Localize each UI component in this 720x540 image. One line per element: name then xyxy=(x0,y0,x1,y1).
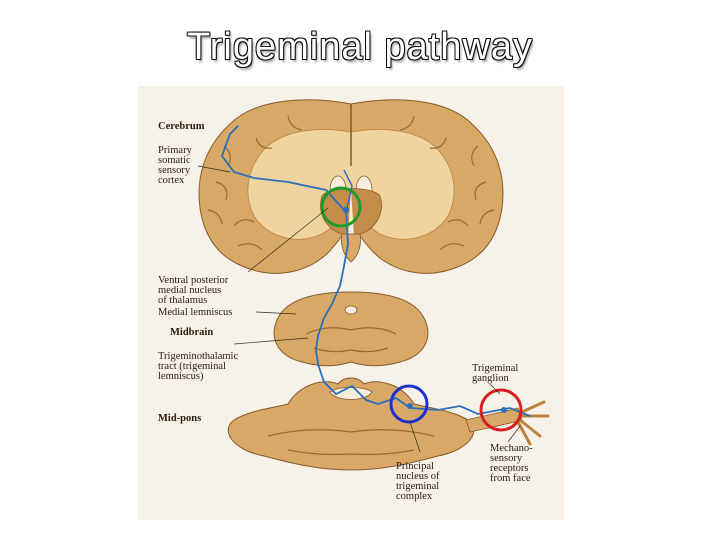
cerebral-aqueduct xyxy=(344,305,358,315)
midbrain-section xyxy=(273,291,429,367)
midbrain-detail xyxy=(305,327,397,353)
thalamus-highlight-circle xyxy=(320,186,362,228)
pons-outline xyxy=(227,377,475,471)
principal-nucleus-dot xyxy=(407,403,413,409)
cerebrum-section xyxy=(198,99,504,274)
principal-nucleus-highlight-circle xyxy=(389,384,429,424)
pons-fibres xyxy=(267,429,435,456)
facial-nerve-branches xyxy=(516,400,550,446)
vpm-nucleus-dot xyxy=(343,207,349,213)
midbrain-outline xyxy=(273,291,429,367)
pons-section xyxy=(227,377,550,471)
cortex-gyri-left xyxy=(207,115,303,251)
label-mid-pons: Mid-pons xyxy=(158,413,202,424)
ganglion-cell-dot xyxy=(501,407,507,413)
thalamus-to-cortex-branch xyxy=(343,169,353,213)
trigeminal-pathway-line xyxy=(220,125,531,417)
slide-title: Trigeminal pathway xyxy=(186,26,534,68)
label-cerebrum: Cerebrum xyxy=(158,121,205,132)
label-midbrain: Midbrain xyxy=(170,327,214,338)
brain-diagram xyxy=(138,86,564,520)
label-medial-lemniscus: Medial lemniscus xyxy=(158,307,233,318)
leader-lines xyxy=(197,165,521,453)
trigeminal-ganglion-highlight-circle xyxy=(479,388,523,432)
cortex-gyri-right xyxy=(399,115,495,251)
